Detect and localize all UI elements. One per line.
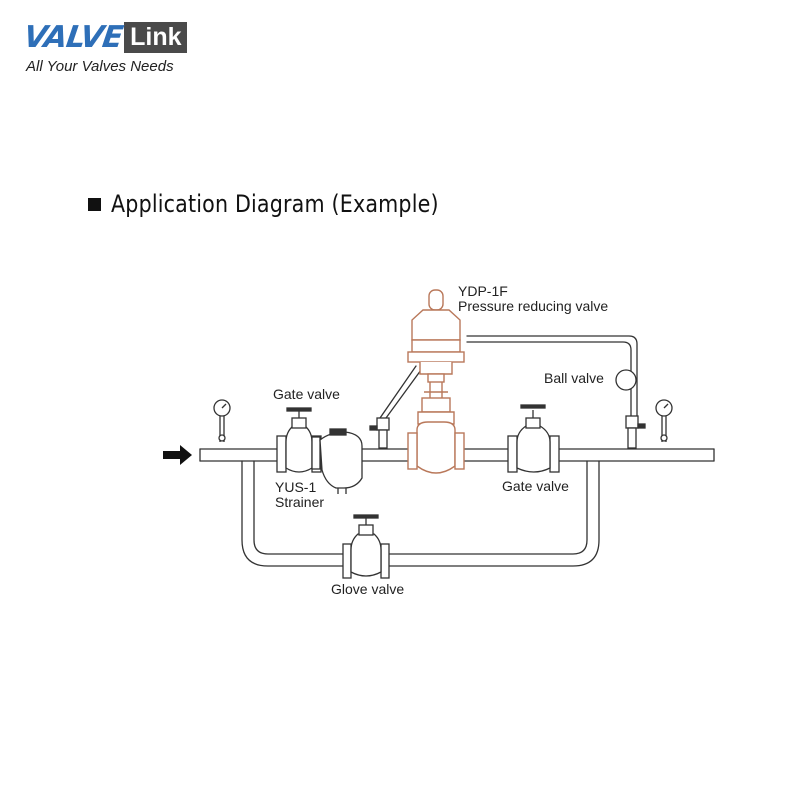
gate-valve-left-label: Gate valve xyxy=(273,386,340,402)
pressure-gauge-left-icon xyxy=(213,399,231,442)
flow-arrow-icon xyxy=(163,445,192,465)
bypass-loop xyxy=(241,460,600,567)
glove-valve-icon xyxy=(342,514,390,579)
strainer-icon xyxy=(311,428,363,494)
brand-logo: VALVE Link All Your Valves Needs xyxy=(22,20,224,78)
strainer-model-label: YUS-1 xyxy=(275,479,316,495)
section-heading: Application Diagram (Example) xyxy=(88,190,492,218)
logo-mark: VALVE Link xyxy=(22,20,187,55)
glove-valve-label: Glove valve xyxy=(331,581,404,597)
sensing-lines xyxy=(379,335,638,419)
reducing-valve-name-label: Pressure reducing valve xyxy=(458,298,608,314)
logo-link-text: Link xyxy=(124,22,187,53)
ball-valve-left-icon xyxy=(369,417,390,449)
black-square-icon xyxy=(88,197,101,211)
pressure-gauge-right-icon xyxy=(655,399,673,442)
ball-valve-label: Ball valve xyxy=(544,370,604,386)
gate-valve-right-label: Gate valve xyxy=(502,478,569,494)
section-title: Application Diagram (Example) xyxy=(111,190,439,218)
gate-valve-right-icon xyxy=(507,404,560,473)
ball-valve-right-icon xyxy=(615,369,646,449)
logo-tagline: All Your Valves Needs xyxy=(26,58,174,75)
reducing-valve-model-label: YDP-1F xyxy=(458,283,508,299)
pressure-reducing-valve-icon xyxy=(407,289,465,474)
strainer-name-label: Strainer xyxy=(275,494,324,510)
